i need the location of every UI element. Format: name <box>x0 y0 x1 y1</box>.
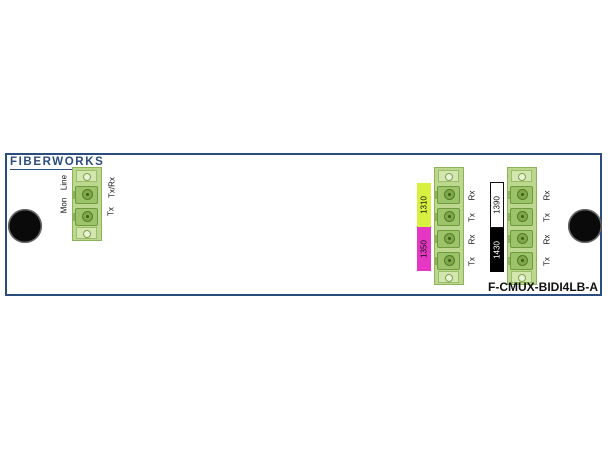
label-rx: Rx <box>542 234 552 245</box>
wavelength-1430-tag: 1430 <box>490 228 504 272</box>
mon-line-module <box>72 167 102 241</box>
port-1350-rx[interactable] <box>434 230 460 248</box>
label-rx: Rx <box>467 234 477 245</box>
module-endcap <box>438 170 459 182</box>
module-endcap <box>511 170 532 182</box>
label-tx: Tx <box>542 213 552 222</box>
wavelength-1390-tag: 1390 <box>490 182 504 228</box>
label-rx: Rx <box>542 190 552 201</box>
mon-port[interactable] <box>72 208 98 226</box>
mux-module-right <box>507 167 537 285</box>
label-tx: Tx <box>467 213 477 222</box>
module-endcap <box>76 227 97 239</box>
left-screw-icon <box>8 209 42 243</box>
label-line: Line <box>59 174 69 191</box>
brand-logo: FIBERWORKS <box>10 156 105 168</box>
module-endcap <box>438 271 459 283</box>
port-1390-rx[interactable] <box>507 186 533 204</box>
label-tx: Tx <box>467 257 477 266</box>
label-tx: Tx <box>542 257 552 266</box>
wavelength-1350-tag: 1350 <box>417 227 431 271</box>
brand-underline <box>10 169 96 170</box>
model-label: F-CMUX-BIDI4LB-A <box>488 280 598 294</box>
port-1350-tx[interactable] <box>434 252 460 270</box>
module-endcap <box>511 271 532 283</box>
port-1430-rx[interactable] <box>507 230 533 248</box>
label-mon: Mon <box>59 197 69 214</box>
cmux-panel: FIBERWORKS Mon Line Tx Tx/Rx 1310 1350 R… <box>5 153 602 296</box>
label-rx: Rx <box>467 190 477 201</box>
port-1390-tx[interactable] <box>507 208 533 226</box>
module-endcap <box>76 170 97 182</box>
mux-module-left <box>434 167 464 285</box>
wavelength-1310-tag: 1310 <box>417 183 431 227</box>
port-1310-rx[interactable] <box>434 186 460 204</box>
line-port[interactable] <box>72 186 98 204</box>
label-tx-rx: Tx/Rx <box>107 177 117 198</box>
right-screw-icon <box>568 209 602 243</box>
port-1430-tx[interactable] <box>507 252 533 270</box>
port-1310-tx[interactable] <box>434 208 460 226</box>
